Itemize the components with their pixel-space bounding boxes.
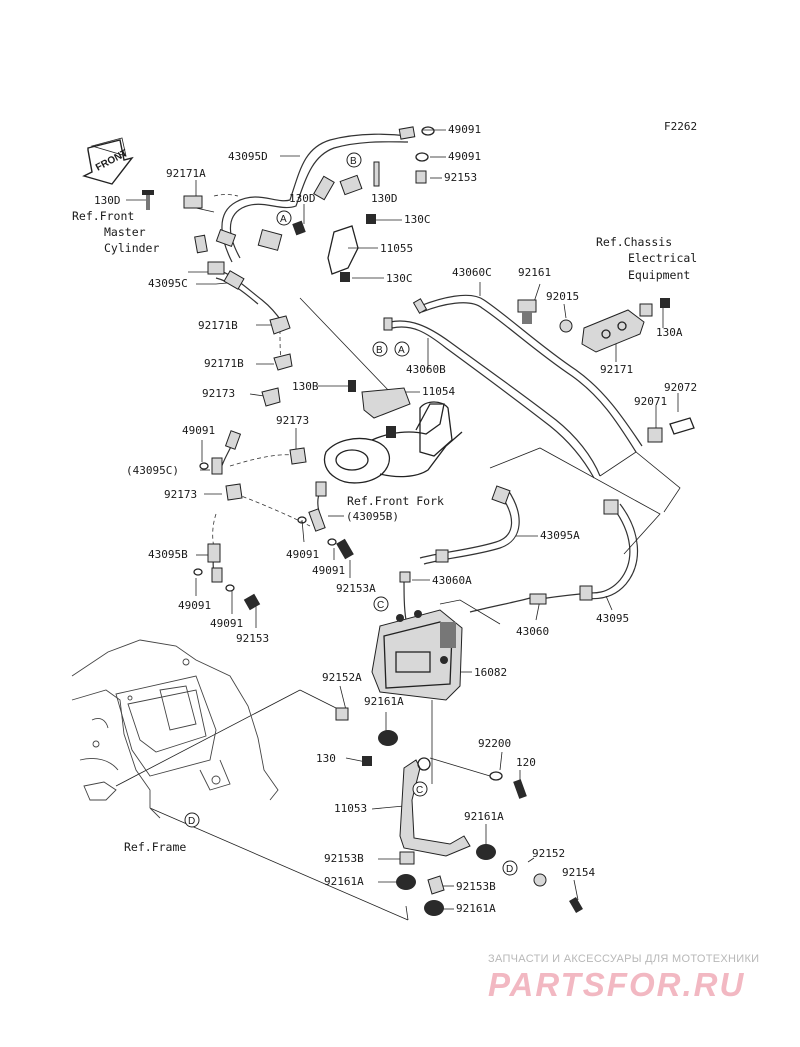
part-label: 120 (516, 756, 536, 769)
part-label: 130D (289, 192, 316, 205)
part-label: 43095D (228, 150, 268, 163)
svg-text:A: A (398, 345, 405, 356)
part-labels: 49091 43095D 49091 92153 130D 92171A 130… (94, 123, 697, 915)
part-label: 92072 (664, 381, 697, 394)
part-label: 11054 (422, 385, 455, 398)
part-label: 92153A (336, 582, 376, 595)
part-label: 43095A (540, 529, 580, 542)
part-label: 92153 (444, 171, 477, 184)
callout-D: D (502, 860, 518, 876)
part-label: 92153 (236, 632, 269, 645)
part-label: 92015 (546, 290, 579, 303)
part-label: 43060A (432, 574, 472, 587)
callout-C: C (373, 596, 389, 612)
part-label: 92152A (322, 671, 362, 684)
part-label: 92152 (532, 847, 565, 860)
part-label: 43095C (148, 277, 188, 290)
part-label: (43095C) (126, 464, 179, 477)
callout-B: B (346, 152, 362, 168)
part-label: 43095 (596, 612, 629, 625)
ref-frame: Ref.Frame (124, 840, 186, 854)
part-label: 16082 (474, 666, 507, 679)
part-label: 43060C (452, 266, 492, 279)
callout-D: D (184, 812, 200, 828)
part-label: 92173 (164, 488, 197, 501)
part-label: 49091 (448, 123, 481, 136)
part-label: 92171 (600, 363, 633, 376)
svg-text:B: B (376, 345, 383, 356)
part-label: 92161A (364, 695, 404, 708)
part-label: 130B (292, 380, 319, 393)
part-label: 92171B (198, 319, 238, 332)
part-label: 92200 (478, 737, 511, 750)
ref-text-line2: Master (104, 225, 146, 239)
callout-A: A (394, 341, 410, 357)
callout-circles: A B B A C C D D (184, 152, 518, 876)
svg-text:B: B (350, 156, 357, 167)
part-label: 92173 (276, 414, 309, 427)
ref-text-line3: Cylinder (104, 241, 159, 255)
part-label: 49091 (286, 548, 319, 561)
part-label: 11053 (334, 802, 367, 815)
figure-code: F2262 (664, 120, 697, 133)
part-label: 43095B (148, 548, 188, 561)
callout-A: A (276, 210, 292, 226)
part-label: 92153B (456, 880, 496, 893)
svg-text:C: C (416, 785, 423, 796)
svg-text:D: D (188, 816, 195, 827)
part-label: 130D (94, 194, 121, 207)
part-label: 130C (386, 272, 413, 285)
part-label: 130 (316, 752, 336, 765)
part-label: 43060B (406, 363, 446, 376)
part-label: 49091 (178, 599, 211, 612)
svg-text:A: A (280, 214, 287, 225)
ref-text-line1: Ref.Chassis (596, 235, 672, 249)
part-label: 92171B (204, 357, 244, 370)
watermark-logo: PARTSFOR.RU (488, 966, 745, 1003)
watermark: ЗАПЧАСТИ И АКСЕССУАРЫ ДЛЯ МОТОТЕХНИКИ PA… (488, 953, 759, 1003)
part-label: 92161 (518, 266, 551, 279)
part-drawings (142, 126, 695, 916)
part-label: 92071 (634, 395, 667, 408)
watermark-caption: ЗАПЧАСТИ И АКСЕССУАРЫ ДЛЯ МОТОТЕХНИКИ (488, 953, 759, 965)
part-label: 11055 (380, 242, 413, 255)
part-label: 92153B (324, 852, 364, 865)
svg-text:D: D (506, 864, 513, 875)
part-label: 92161A (464, 810, 504, 823)
ref-text-line1: Ref.Front (72, 209, 134, 223)
ref-text-line2: Electrical (628, 251, 697, 265)
part-label: 92161A (324, 875, 364, 888)
ref-text-line3: Equipment (628, 268, 690, 282)
part-label: 92154 (562, 866, 595, 879)
part-label: 49091 (312, 564, 345, 577)
ref-chassis-electrical: Ref.Chassis Electrical Equipment (596, 235, 697, 282)
part-label: 49091 (182, 424, 215, 437)
part-label: 92173 (202, 387, 235, 400)
part-label: (43095B) (346, 510, 399, 523)
part-label: 130A (656, 326, 683, 339)
part-label: 43060 (516, 625, 549, 638)
part-label: 92161A (456, 902, 496, 915)
frame-sketch (71, 639, 279, 819)
ref-front-fork: Ref.Front Fork (347, 494, 444, 508)
callout-B: B (372, 341, 388, 357)
part-label: 49091 (210, 617, 243, 630)
part-label: 49091 (448, 150, 481, 163)
callout-C: C (412, 781, 428, 797)
part-label: 130D (371, 192, 398, 205)
part-label: 92171A (166, 167, 206, 180)
brake-lines (211, 133, 643, 621)
svg-text:C: C (377, 600, 384, 611)
part-label: 130C (404, 213, 431, 226)
ref-front-master-cylinder: Ref.Front Master Cylinder (72, 209, 159, 255)
front-arrow-icon: FRONT (82, 137, 134, 185)
